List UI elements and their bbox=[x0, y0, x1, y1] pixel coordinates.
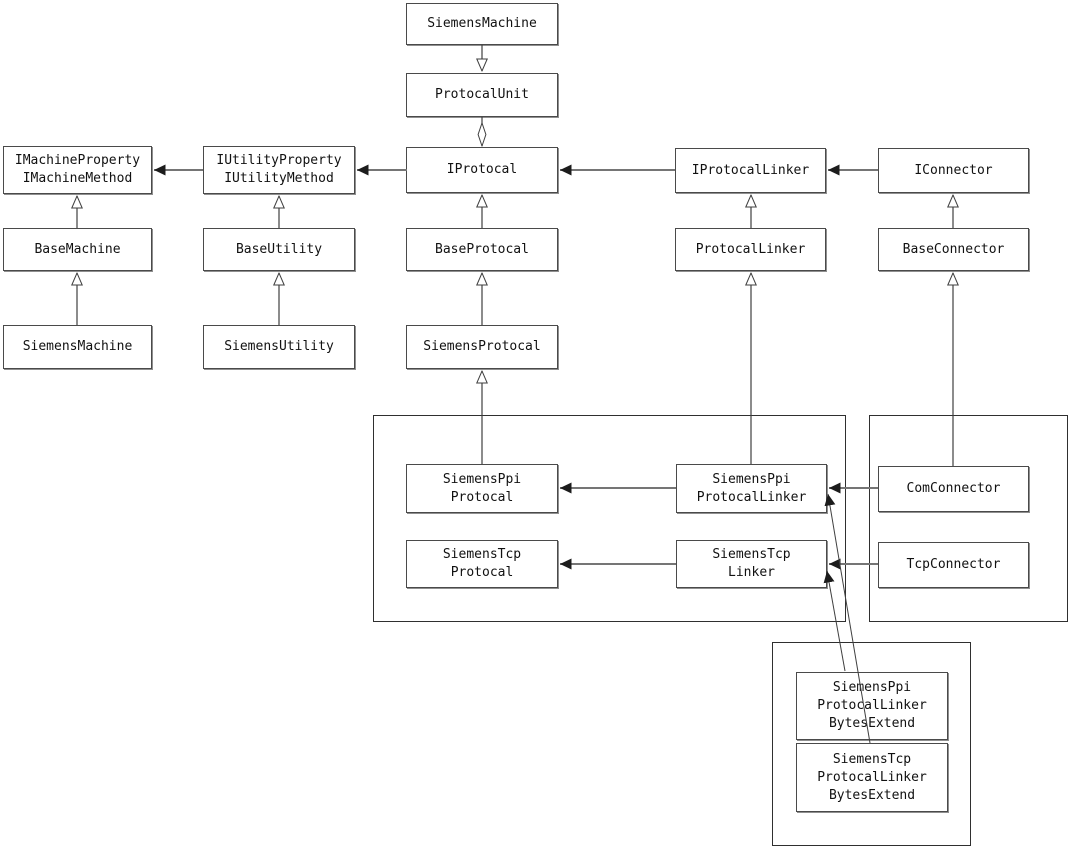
class-box-base-connector: BaseConnector bbox=[878, 228, 1029, 271]
class-box-siemens-machine-top: SiemensMachine bbox=[406, 3, 558, 45]
class-box-siemens-machine-left: SiemensMachine bbox=[3, 325, 152, 369]
class-box-com-connector: ComConnector bbox=[878, 466, 1029, 512]
class-box-base-utility: BaseUtility bbox=[203, 228, 355, 271]
class-label: ProtocalLinker bbox=[696, 489, 807, 505]
class-label: SiemensUtility bbox=[224, 339, 334, 354]
class-label: SiemensMachine bbox=[22, 339, 133, 354]
class-label: BaseConnector bbox=[902, 241, 1005, 257]
class-label: IMachineMethod bbox=[22, 171, 133, 186]
class-label: ProtocalLinker bbox=[817, 769, 927, 785]
class-label: IProtocal bbox=[446, 162, 518, 177]
class-label: Protocal bbox=[450, 489, 514, 505]
class-box-siemens-utility: SiemensUtility bbox=[203, 325, 355, 369]
class-label: TcpConnector bbox=[906, 557, 1001, 572]
class-label: BytesExtend bbox=[828, 787, 916, 803]
class-label: BaseProtocal bbox=[435, 241, 529, 257]
group-bytes-extend bbox=[772, 642, 971, 846]
class-box-siemens-protocal: SiemensProtocal bbox=[406, 325, 558, 369]
class-label: IUtilityMethod bbox=[224, 171, 334, 186]
class-label: IUtilityProperty bbox=[216, 153, 342, 168]
class-label: SiemensPpi bbox=[712, 471, 791, 487]
class-label: SiemensPpi bbox=[442, 471, 522, 487]
class-label: ProtocalLinker bbox=[817, 698, 927, 713]
class-box-base-protocal: BaseProtocal bbox=[406, 228, 558, 271]
class-label: IConnector bbox=[914, 162, 993, 178]
class-label: Protocal bbox=[450, 565, 514, 580]
class-label: BaseUtility bbox=[235, 241, 323, 257]
class-box-base-machine: BaseMachine bbox=[3, 228, 152, 271]
class-label: SiemensProtocal bbox=[423, 339, 541, 354]
group-connector bbox=[869, 415, 1068, 622]
class-box-tcp-connector: TcpConnector bbox=[878, 542, 1029, 588]
class-box-protocal-linker: ProtocalLinker bbox=[675, 228, 826, 271]
class-label: ProtocalLinker bbox=[695, 241, 806, 257]
class-box-iconnector: IConnector bbox=[878, 148, 1029, 193]
class-label: IProtocalLinker bbox=[691, 162, 810, 178]
class-label: SiemensMachine bbox=[427, 16, 537, 31]
class-label: IMachineProperty bbox=[14, 153, 141, 168]
class-box-protocal-unit: ProtocalUnit bbox=[406, 73, 558, 117]
class-label: SiemensTcp bbox=[712, 547, 791, 562]
class-label: ComConnector bbox=[906, 481, 1001, 496]
class-box-iprotocal: IProtocal bbox=[406, 147, 558, 193]
class-label: BaseMachine bbox=[34, 241, 121, 257]
class-label: SiemensTcp bbox=[832, 751, 912, 767]
class-box-iprotocal-linker: IProtocalLinker bbox=[675, 148, 826, 193]
group-protocal-and-linker bbox=[373, 415, 846, 622]
class-label: SiemensTcp bbox=[442, 547, 522, 562]
class-label: ProtocalUnit bbox=[435, 87, 529, 102]
class-label: Linker bbox=[728, 565, 775, 580]
class-label: BytesExtend bbox=[828, 716, 916, 731]
class-label: SiemensPpi bbox=[832, 680, 912, 695]
